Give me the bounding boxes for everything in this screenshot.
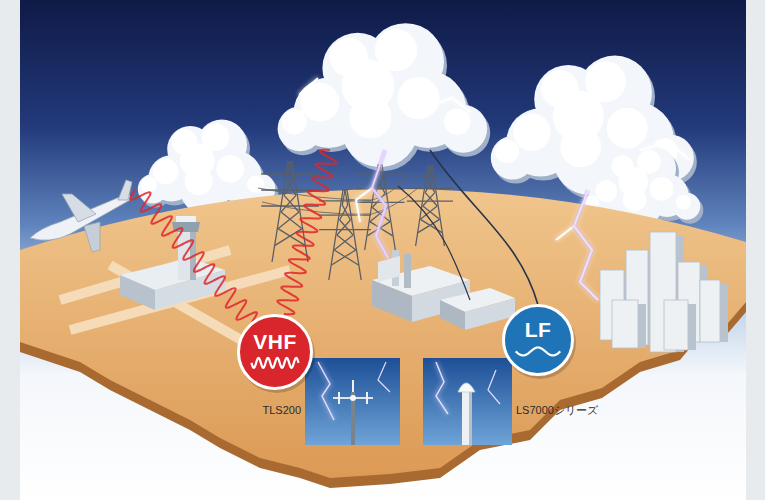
band-name: VHF xyxy=(253,330,297,353)
wave-symbol xyxy=(516,347,561,355)
vhf-circle: VHF xyxy=(237,314,313,390)
cloud xyxy=(278,23,491,171)
lf-circle: LF xyxy=(502,304,574,376)
product-label: LS7000シリーズ xyxy=(516,404,598,417)
cloud xyxy=(491,56,697,200)
product-label: TLS200 xyxy=(262,404,301,417)
band-name: LF xyxy=(525,318,552,341)
wave-symbol xyxy=(251,358,298,368)
